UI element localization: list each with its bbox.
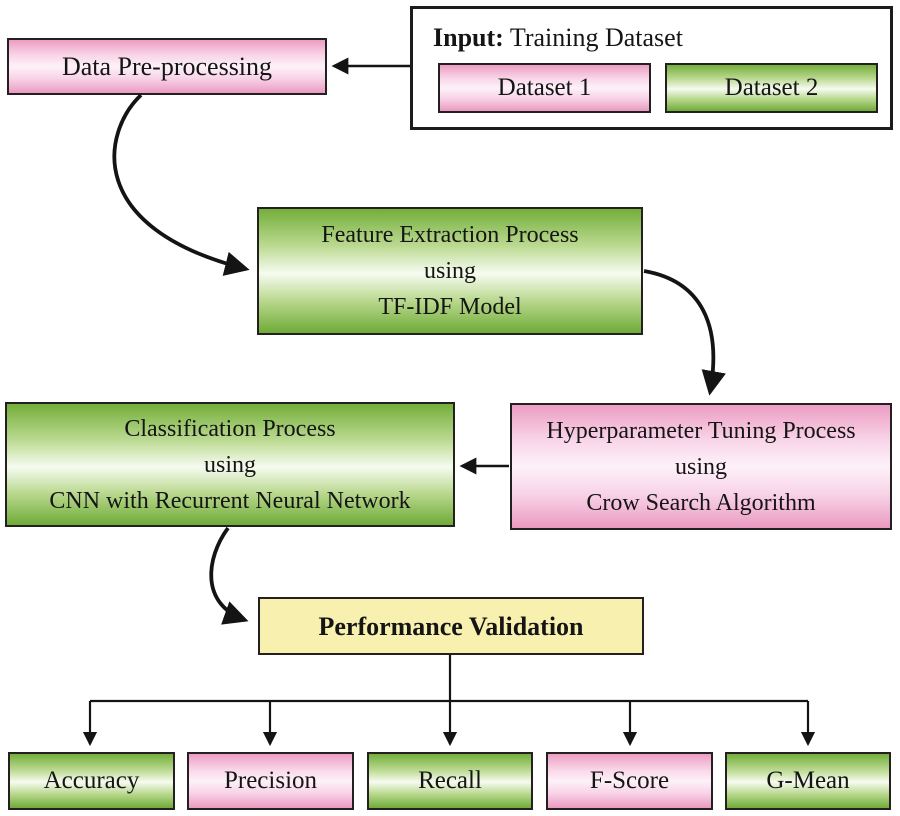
feature-extraction-line-1: Feature Extraction Process xyxy=(321,222,579,248)
metric-recall-label: Recall xyxy=(418,767,482,794)
metric-precision-label: Precision xyxy=(223,767,318,794)
metric-fscore-label: F-Score xyxy=(589,767,670,794)
hyperparameter-line-2: using xyxy=(674,453,727,480)
classification-line-3: CNN with Recurrent Neural Network xyxy=(49,487,411,514)
data-preprocessing-label: Data Pre-processing xyxy=(61,52,273,81)
node-metric-precision: Precision xyxy=(187,752,354,810)
node-metric-gmean: G-Mean xyxy=(725,752,891,810)
dataset-1-label: Dataset 1 xyxy=(497,74,592,101)
input-label: Input: xyxy=(433,23,504,52)
dataset-2-label: Dataset 2 xyxy=(724,74,819,101)
node-dataset-1: Dataset 1 xyxy=(438,63,651,113)
metric-tree-lines xyxy=(90,655,808,703)
classification-line-2: using xyxy=(203,451,256,478)
arrow-classification-to-performance xyxy=(209,526,249,625)
dataset-row: Dataset 1 Dataset 2 xyxy=(438,63,878,113)
node-data-preprocessing: Data Pre-processing xyxy=(7,38,327,95)
performance-validation-label: Performance Validation xyxy=(318,611,584,641)
node-classification: Classification Process using CNN with Re… xyxy=(5,402,455,527)
input-title-rest: Training Dataset xyxy=(503,23,683,52)
hyperparameter-line-1: Hyperparameter Tuning Process xyxy=(546,417,856,444)
input-panel-title: Input: Training Dataset xyxy=(433,23,870,53)
node-metric-recall: Recall xyxy=(367,752,533,810)
node-dataset-2: Dataset 2 xyxy=(665,63,878,113)
node-performance-validation: Performance Validation xyxy=(258,597,644,655)
metric-accuracy-label: Accuracy xyxy=(43,767,140,794)
classification-line-1: Classification Process xyxy=(124,415,336,442)
arrow-feature-to-hyperparameter xyxy=(643,269,726,396)
feature-extraction-line-3: TF-IDF Model xyxy=(378,294,522,320)
metric-gmean-label: G-Mean xyxy=(766,767,850,794)
arrow-preprocessing-to-feature xyxy=(112,93,250,276)
input-training-dataset-panel: Input: Training Dataset Dataset 1 Datase… xyxy=(410,6,893,130)
node-metric-accuracy: Accuracy xyxy=(8,752,175,810)
node-hyperparameter-tuning: Hyperparameter Tuning Process using Crow… xyxy=(510,403,892,530)
node-metric-fscore: F-Score xyxy=(546,752,713,810)
feature-extraction-line-2: using xyxy=(423,258,476,284)
node-feature-extraction: Feature Extraction Process using TF-IDF … xyxy=(257,207,643,335)
hyperparameter-line-3: Crow Search Algorithm xyxy=(586,489,816,516)
